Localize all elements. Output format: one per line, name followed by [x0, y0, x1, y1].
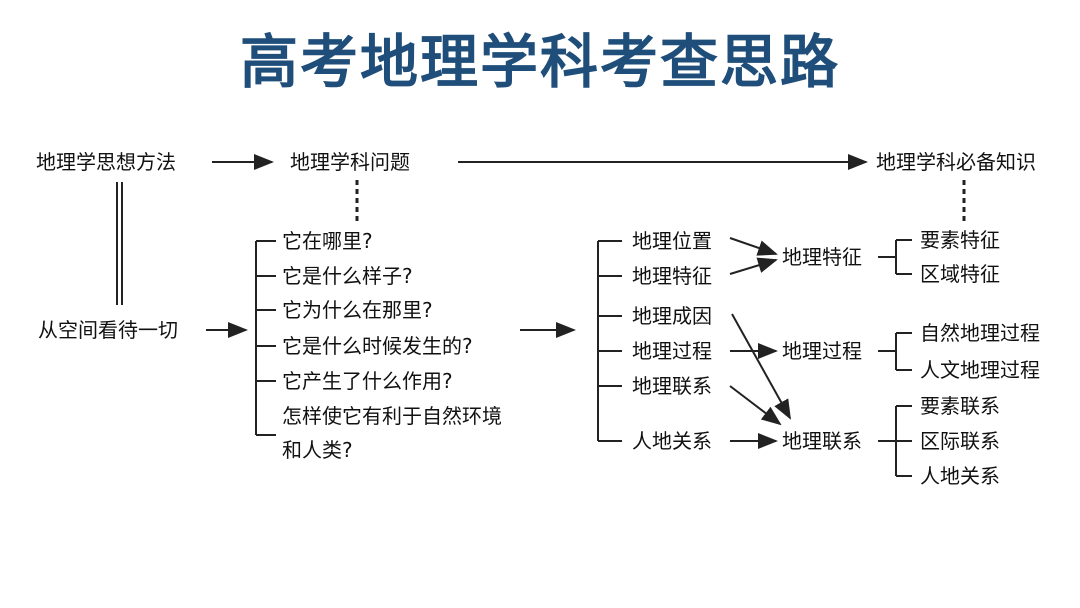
page-title: 高考地理学科考查思路 — [239, 28, 840, 96]
basic-item: 地理联系 — [632, 374, 712, 398]
spatial-label: 从空间看待一切 — [38, 318, 178, 342]
group-sub-item: 要素特征 — [920, 228, 1000, 252]
arrow-link-to-link — [729, 385, 782, 426]
basic-item: 地理过程 — [632, 339, 712, 363]
method-label: 地理学思想方法 — [36, 150, 176, 174]
group-sub-item: 自然地理过程 — [920, 321, 1040, 345]
basic-item: 地理特征 — [632, 264, 712, 288]
group-sub-item: 区域特征 — [920, 262, 1000, 286]
question-item: 它是什么时候发生的? — [282, 334, 473, 358]
problem-label: 地理学科问题 — [290, 150, 410, 174]
question-item: 它产生了什么作用? — [282, 369, 453, 393]
basic-item: 人地关系 — [632, 429, 712, 453]
basic-item: 地理成因 — [632, 304, 712, 328]
arrow-position-to-feature — [729, 237, 778, 256]
question-item: 它是什么样子? — [282, 264, 413, 288]
arrow-feature-to-feature — [729, 257, 778, 275]
arrow-cause-to-process — [731, 313, 791, 420]
knowledge-label: 地理学科必备知识 — [876, 150, 1036, 174]
group-sub-item: 区际联系 — [920, 429, 1000, 453]
group-label: 地理联系 — [782, 429, 862, 453]
group-label: 地理过程 — [782, 339, 862, 363]
question-item: 它为什么在那里? — [282, 298, 433, 322]
question-item: 它在哪里? — [282, 229, 373, 253]
group-sub-item: 人地关系 — [920, 464, 1000, 488]
group-sub-item: 人文地理过程 — [920, 358, 1040, 382]
basic-item: 地理位置 — [632, 229, 712, 253]
question-item: 怎样使它有利于自然环境和人类? — [282, 404, 502, 462]
group-sub-item: 要素联系 — [920, 394, 1000, 418]
group-label: 地理特征 — [782, 245, 862, 269]
